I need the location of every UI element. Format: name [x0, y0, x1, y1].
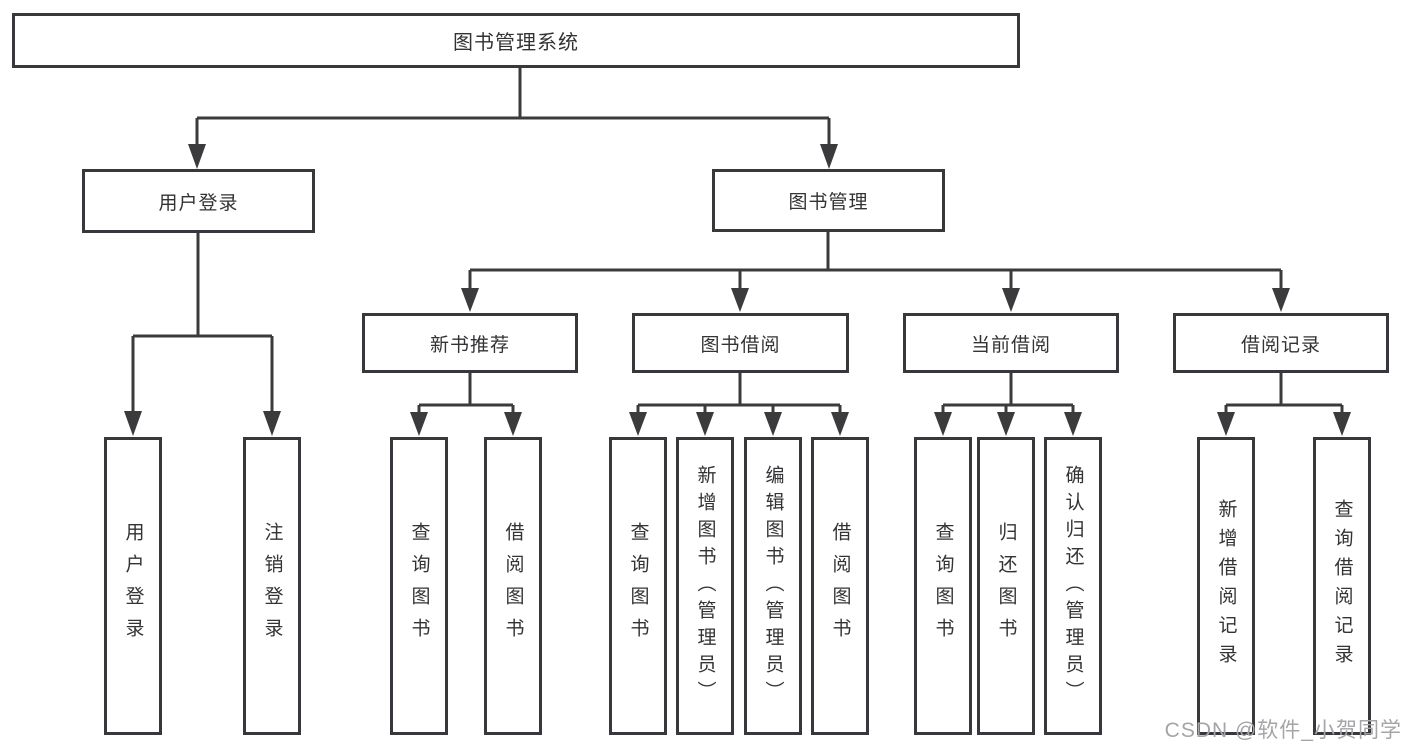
node-book-borrowing: 图书借阅	[632, 313, 849, 373]
node-label: 注销登录	[261, 522, 283, 650]
leaf-query-books-recommend: 查询图书	[390, 437, 448, 735]
node-label: 图书管理系统	[453, 32, 579, 54]
node-label: 新增图书（管理员）	[694, 464, 716, 708]
connector-current-borrow-group	[934, 373, 1082, 436]
node-label: 借阅记录	[1240, 334, 1321, 356]
node-label: 确认归还（管理员）	[1062, 464, 1084, 708]
node-label: 借阅图书	[502, 522, 524, 650]
connector-book-borrow-group	[629, 373, 849, 436]
csdn-watermark: CSDN @软件_小贺同学	[1164, 719, 1402, 742]
node-label: 当前借阅	[970, 334, 1051, 356]
node-label: 编辑图书（管理员）	[762, 464, 784, 708]
leaf-borrow-books-recommend: 借阅图书	[484, 437, 542, 735]
leaf-borrow-books: 借阅图书	[811, 437, 869, 735]
connector-book-management-branch	[461, 232, 1290, 312]
leaf-query-books-current: 查询图书	[914, 437, 972, 735]
connector-borrow-records-group	[1217, 373, 1351, 436]
leaf-user-login: 用户登录	[104, 437, 162, 735]
connector-root-to-level2	[188, 68, 838, 169]
node-label: 归还图书	[995, 522, 1017, 650]
node-label: 借阅图书	[829, 522, 851, 650]
connector-new-book-group	[410, 373, 522, 436]
node-library-management-system: 图书管理系统	[12, 13, 1020, 68]
leaf-add-book-admin: 新增图书（管理员）	[676, 437, 734, 735]
node-new-book-recommendation: 新书推荐	[362, 313, 578, 373]
node-label: 查询图书	[627, 522, 649, 650]
node-label: 图书借阅	[700, 334, 781, 356]
node-user-login-branch: 用户登录	[82, 169, 315, 233]
leaf-logout: 注销登录	[243, 437, 301, 735]
node-label: 新增借阅记录	[1215, 499, 1237, 673]
node-label: 图书管理	[788, 192, 869, 213]
node-current-borrowing: 当前借阅	[903, 313, 1119, 373]
node-label: 用户登录	[158, 192, 239, 214]
node-label: 查询图书	[408, 522, 430, 650]
node-book-management: 图书管理	[712, 169, 945, 232]
connector-user-login-branch	[124, 233, 281, 436]
leaf-query-borrow-record: 查询借阅记录	[1313, 437, 1371, 735]
leaf-query-books-borrow: 查询图书	[609, 437, 667, 735]
leaf-return-book: 归还图书	[977, 437, 1035, 735]
leaf-add-borrow-record: 新增借阅记录	[1197, 437, 1255, 735]
node-label: 用户登录	[122, 522, 144, 650]
leaf-confirm-return-admin: 确认归还（管理员）	[1044, 437, 1102, 735]
node-label: 新书推荐	[429, 334, 510, 356]
node-label: 查询借阅记录	[1331, 499, 1353, 673]
node-borrowing-records: 借阅记录	[1173, 313, 1389, 373]
leaf-edit-book-admin: 编辑图书（管理员）	[744, 437, 802, 735]
node-label: 查询图书	[932, 522, 954, 650]
